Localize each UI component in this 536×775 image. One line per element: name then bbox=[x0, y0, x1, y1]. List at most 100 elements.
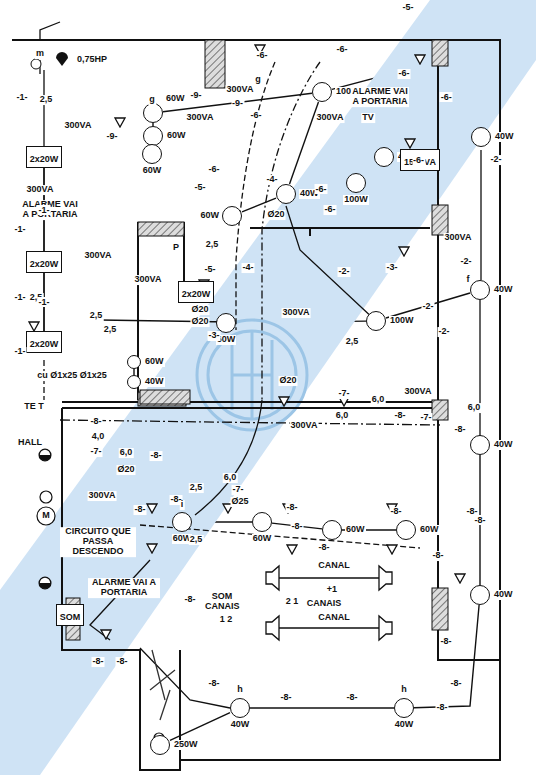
wattage-label: 40W bbox=[493, 440, 514, 450]
circuit-number: -8- bbox=[436, 702, 449, 712]
plan-label: 300VA bbox=[290, 421, 319, 431]
lamp-fixture: 100W bbox=[312, 82, 332, 102]
wattage-label: 2x20W bbox=[182, 289, 211, 299]
plan-label: cu Ø1x25 Ø1x25 bbox=[36, 371, 108, 381]
plan-label: Ø20 bbox=[190, 317, 209, 327]
plan-label: 2,5 bbox=[345, 337, 360, 347]
plan-label: SOM CANAIS bbox=[204, 592, 240, 612]
plan-label: Ø25 bbox=[230, 497, 249, 507]
circuit-number: -8- bbox=[291, 521, 304, 531]
wattage-label: 40W bbox=[394, 720, 415, 730]
plan-label: 300VA bbox=[444, 233, 473, 243]
plan-label: -8- bbox=[150, 451, 163, 461]
wattage-label: 60W bbox=[345, 525, 366, 535]
plan-label: 300VA bbox=[282, 308, 311, 318]
plan-label: i bbox=[180, 500, 185, 510]
wattage-label: 250W bbox=[173, 740, 199, 750]
plan-label: -8- bbox=[432, 551, 445, 561]
lamp-fixture: 60W bbox=[252, 512, 272, 532]
walls bbox=[12, 40, 500, 770]
plan-label: -6- bbox=[256, 51, 269, 61]
plan-label: -6- bbox=[398, 69, 411, 79]
plan-label: CANAL bbox=[317, 561, 351, 571]
plan-label: -2- bbox=[338, 267, 351, 277]
plan-label: -2- bbox=[490, 155, 503, 165]
plan-label: -8- bbox=[90, 417, 103, 427]
plan-label: -1- bbox=[14, 225, 27, 235]
plan-label: -8- bbox=[450, 679, 463, 689]
outlets bbox=[29, 45, 465, 743]
plan-label: -4- bbox=[266, 175, 279, 185]
lamp-fixture: 40W bbox=[470, 585, 490, 605]
plan-label: -8- bbox=[92, 657, 105, 667]
wire bbox=[163, 93, 312, 112]
lamp-fixture: 40W bbox=[127, 375, 141, 389]
plan-label: -8- bbox=[208, 679, 221, 689]
plan-label: -1- bbox=[14, 293, 27, 303]
plan-label: -8- bbox=[116, 657, 129, 667]
lamp-fixture: 60W bbox=[142, 144, 162, 164]
plan-label: 2 1 bbox=[285, 597, 300, 607]
plan-label: 2,5 bbox=[39, 95, 54, 105]
plan-label: -7- bbox=[420, 413, 433, 423]
plan-label: 300VA bbox=[84, 251, 113, 261]
plan-label: 2,5 bbox=[89, 311, 104, 321]
plan-label: +1 bbox=[326, 585, 338, 595]
speakers bbox=[266, 566, 392, 640]
plan-label: ALARME VAI A PORTARIA bbox=[88, 578, 160, 598]
plan-label: -8- bbox=[454, 425, 467, 435]
plan-label: -2- bbox=[438, 327, 451, 337]
wattage-label: 2x20W bbox=[30, 339, 59, 349]
lamp-fixture: 60W bbox=[143, 103, 163, 123]
plan-label: h bbox=[400, 685, 408, 695]
wattage-label: 60W bbox=[144, 357, 165, 367]
lamp-fixture: 60W bbox=[127, 355, 141, 369]
plan-label: -7- bbox=[232, 485, 245, 495]
wattage-label: 60W bbox=[165, 94, 186, 104]
plan-label: -7- bbox=[338, 389, 351, 399]
lamp-fixture: 60W bbox=[396, 520, 416, 540]
wattage-label: 60W bbox=[199, 211, 220, 221]
plan-label: 2,5 bbox=[103, 325, 118, 335]
plan-label: 300VA bbox=[134, 275, 163, 285]
fixture-box: 2x20W bbox=[26, 146, 63, 168]
plan-label: -6- bbox=[336, 45, 349, 55]
plan-label: 2,5 bbox=[189, 535, 204, 545]
plan-label: 6,0 bbox=[223, 473, 238, 483]
plan-label: 2,5 bbox=[205, 240, 220, 250]
plan-label: TE T bbox=[23, 402, 45, 412]
circuit-number: -6- bbox=[412, 155, 425, 165]
lamp-fixture: 40W bbox=[230, 698, 250, 718]
plan-label: h bbox=[236, 685, 244, 695]
plan-label: -6- bbox=[324, 205, 337, 215]
wattage-label: 40W bbox=[144, 377, 165, 387]
lamp-fixture: 100W bbox=[366, 311, 386, 331]
fixture-box: SOM bbox=[56, 604, 85, 626]
plan-label: -1- bbox=[14, 347, 27, 357]
plan-label: Ø20 bbox=[278, 376, 297, 386]
lamp-fixture: 60W bbox=[322, 520, 342, 540]
fixture-box: 2x20W bbox=[178, 281, 215, 303]
plan-label: 6,0 bbox=[371, 395, 386, 405]
plan-label: CIRCUITO QUE PASSA DESCENDO bbox=[60, 527, 136, 557]
wattage-label: 40W bbox=[493, 285, 514, 295]
plan-label: -5- bbox=[204, 265, 217, 275]
circuit-number: -6- bbox=[315, 184, 328, 194]
plan-label: -6- bbox=[250, 111, 263, 121]
plan-label: 300VA bbox=[64, 121, 93, 131]
plan-label: -8- bbox=[346, 693, 359, 703]
plan-label: -4- bbox=[242, 263, 255, 273]
plan-label: P bbox=[172, 243, 180, 253]
plan-label: 6,0 bbox=[335, 411, 350, 421]
plan-label: 300VA bbox=[226, 85, 255, 95]
plan-label: -3- bbox=[386, 263, 399, 273]
circuit-number: -1- bbox=[38, 205, 51, 215]
plan-label: 6,0 bbox=[467, 403, 482, 413]
plan-label: 300VA bbox=[316, 113, 345, 123]
plan-label: Ø20 bbox=[190, 305, 209, 315]
plan-label: ALARME VAI A PORTARIA bbox=[351, 87, 409, 107]
plan-label: M bbox=[41, 511, 51, 521]
plan-label: f bbox=[466, 275, 471, 285]
